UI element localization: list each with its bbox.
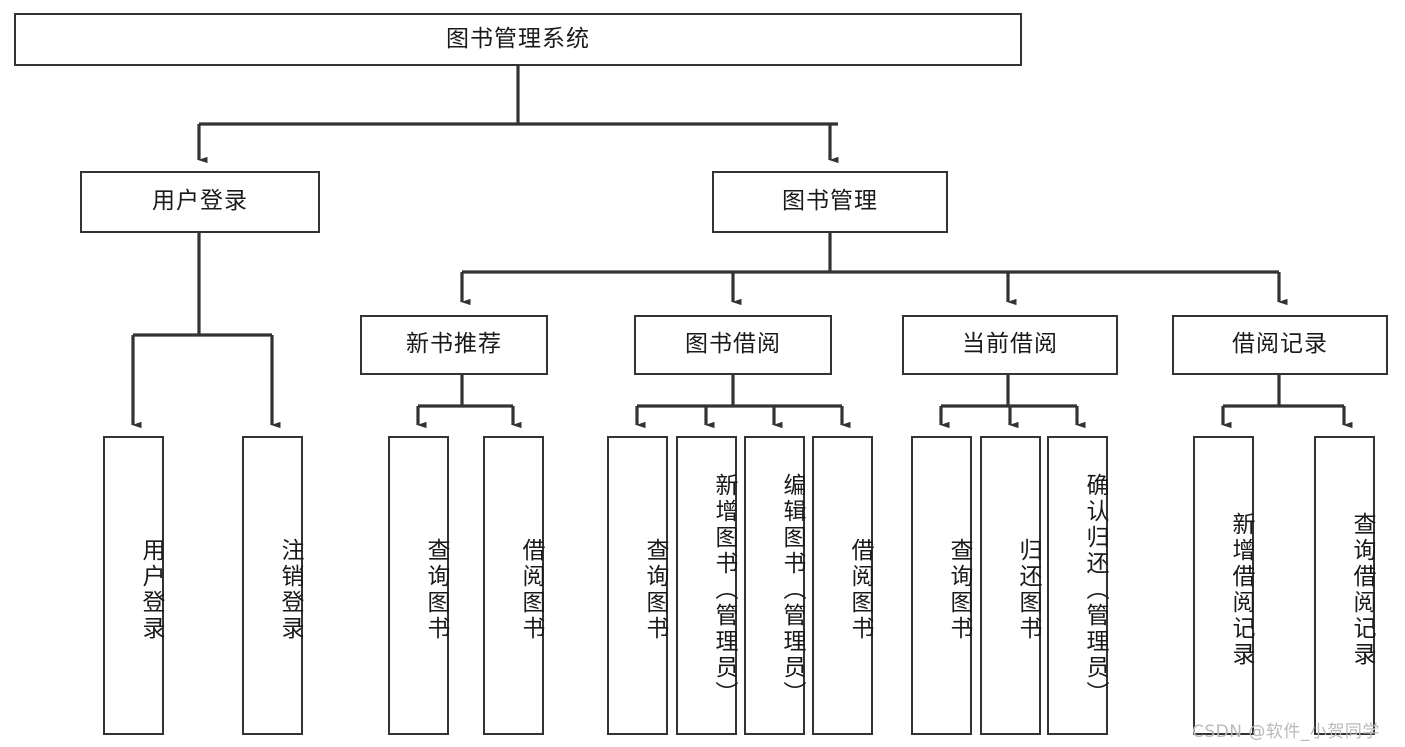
- node-user-login[interactable]: 用户登录: [80, 171, 320, 233]
- leaf-borrow-book-1-label: 借阅图书: [518, 537, 544, 642]
- node-current-borrow-label: 当前借阅: [962, 331, 1058, 358]
- leaf-user-login-label: 用户登录: [138, 537, 164, 642]
- node-book-management[interactable]: 图书管理: [712, 171, 948, 233]
- leaf-query-book-2[interactable]: 查询图书: [607, 436, 668, 735]
- node-book-borrow-label: 图书借阅: [685, 331, 781, 358]
- leaf-return-book[interactable]: 归还图书: [980, 436, 1041, 735]
- leaf-borrow-book-2[interactable]: 借阅图书: [812, 436, 873, 735]
- leaf-user-login[interactable]: 用户登录: [103, 436, 164, 735]
- leaf-logout[interactable]: 注销登录: [242, 436, 303, 735]
- leaf-return-book-label: 归还图书: [1015, 537, 1041, 642]
- leaf-query-book-2-label: 查询图书: [642, 537, 668, 642]
- leaf-add-book-admin-label: 新增图书（管理员）: [711, 472, 737, 707]
- node-borrow-record[interactable]: 借阅记录: [1172, 315, 1388, 375]
- leaf-add-borrow-record[interactable]: 新增借阅记录: [1193, 436, 1254, 735]
- node-root-system-label: 图书管理系统: [446, 25, 590, 52]
- leaf-logout-label: 注销登录: [277, 537, 303, 642]
- leaf-edit-book-admin-label: 编辑图书（管理员）: [779, 472, 805, 707]
- leaf-edit-book-admin[interactable]: 编辑图书（管理员）: [744, 436, 805, 735]
- node-root-system[interactable]: 图书管理系统: [14, 13, 1022, 66]
- csdn-watermark: CSDN @软件_小贺同学: [1192, 717, 1380, 742]
- leaf-query-borrow-record-label: 查询借阅记录: [1349, 511, 1375, 668]
- leaf-query-book-1[interactable]: 查询图书: [388, 436, 449, 735]
- csdn-watermark-text: CSDN @软件_小贺同学: [1192, 722, 1380, 742]
- leaf-add-book-admin[interactable]: 新增图书（管理员）: [676, 436, 737, 735]
- node-borrow-record-label: 借阅记录: [1232, 331, 1328, 358]
- node-current-borrow[interactable]: 当前借阅: [902, 315, 1118, 375]
- leaf-query-book-3[interactable]: 查询图书: [911, 436, 972, 735]
- node-book-borrow[interactable]: 图书借阅: [634, 315, 832, 375]
- node-book-management-label: 图书管理: [782, 188, 878, 215]
- node-user-login-label: 用户登录: [152, 188, 248, 215]
- leaf-query-book-3-label: 查询图书: [946, 537, 972, 642]
- node-new-book-recommend-label: 新书推荐: [406, 331, 502, 358]
- leaf-add-borrow-record-label: 新增借阅记录: [1228, 511, 1254, 668]
- node-new-book-recommend[interactable]: 新书推荐: [360, 315, 548, 375]
- leaf-borrow-book-2-label: 借阅图书: [847, 537, 873, 642]
- leaf-query-borrow-record[interactable]: 查询借阅记录: [1314, 436, 1375, 735]
- leaf-borrow-book-1[interactable]: 借阅图书: [483, 436, 544, 735]
- leaf-confirm-return-admin[interactable]: 确认归还（管理员）: [1047, 436, 1108, 735]
- leaf-confirm-return-admin-label: 确认归还（管理员）: [1082, 472, 1108, 707]
- leaf-query-book-1-label: 查询图书: [423, 537, 449, 642]
